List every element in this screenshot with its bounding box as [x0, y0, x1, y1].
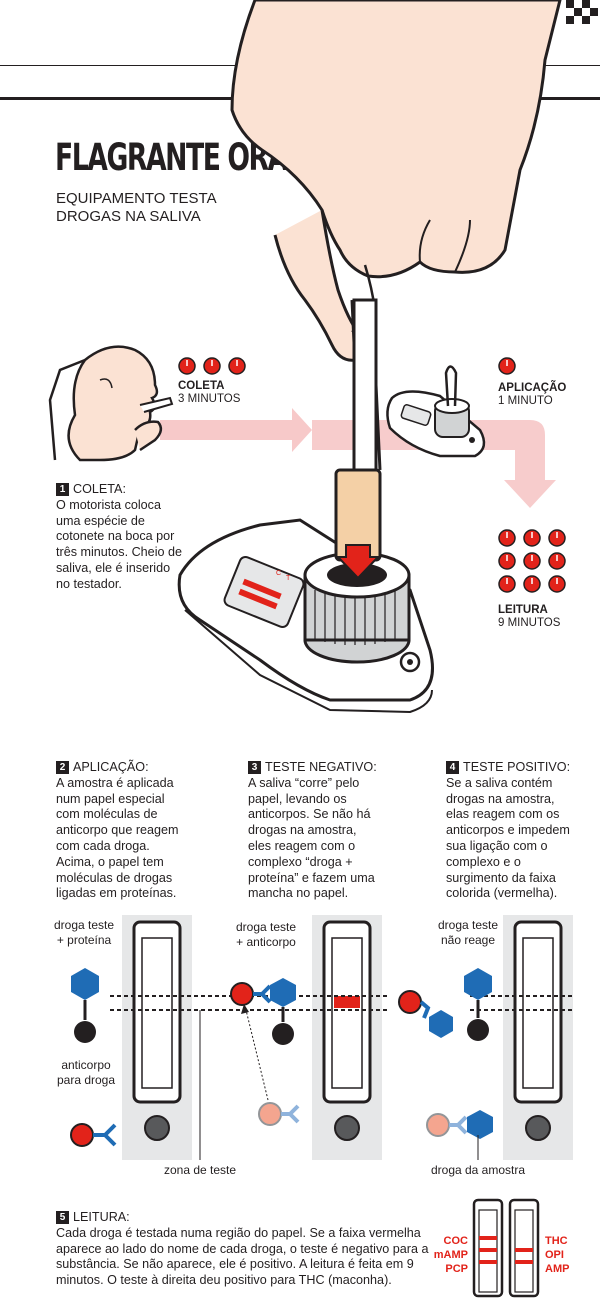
stopwatch-icon	[498, 357, 516, 375]
timer-coleta-dots	[178, 357, 246, 375]
timer-aplicacao-duration: 1 MINUTO	[498, 395, 553, 407]
reading-pcp: PCP	[445, 1263, 468, 1275]
label-anticorpo-2: para droga	[56, 1073, 116, 1087]
subtitle-line-2: DROGAS NA SALIVA	[56, 208, 201, 225]
stopwatch-icon	[523, 552, 541, 570]
label-anticorpo-1: anticorpo	[61, 1058, 111, 1072]
step-5: 5 LEITURA: Cada droga é testada numa regi…	[56, 1210, 430, 1289]
stopwatch-icon	[548, 529, 566, 547]
device-t-label: T	[286, 575, 291, 582]
step-4-number: 4	[446, 761, 459, 774]
reading-left-labels: COC mAMP PCP	[428, 1234, 468, 1276]
step-4-heading: TESTE POSITIVO:	[463, 760, 571, 774]
label-zona-de-teste: zona de teste	[163, 1163, 237, 1177]
test-strip-diagrams	[70, 915, 575, 1160]
label-droga-teste-anticorpo-1: droga teste	[235, 920, 297, 934]
checker-pattern	[566, 0, 598, 24]
step-2-number: 2	[56, 761, 69, 774]
timer-leitura-duration: 9 MINUTOS	[498, 617, 561, 629]
step-2-heading: APLICAÇÃO:	[73, 760, 149, 774]
label-nao-reage-1: droga teste	[437, 918, 499, 932]
reading-mamp: mAMP	[433, 1249, 468, 1261]
timer-leitura-dots	[498, 529, 566, 593]
label-droga-teste-anticorpo: droga teste + anticorpo	[226, 920, 306, 950]
stopwatch-icon	[498, 529, 516, 547]
hand-illustration	[177, 0, 562, 714]
step-5-number: 5	[56, 1211, 69, 1224]
subtitle-line-1: EQUIPAMENTO TESTA	[56, 190, 217, 207]
label-droga-teste-proteina-2: + proteína	[56, 933, 112, 947]
reading-amp: AMP	[545, 1263, 570, 1275]
stopwatch-icon	[523, 529, 541, 547]
step-2: 2 APLICAÇÃO: A amostra é aplicada num pap…	[56, 760, 191, 902]
stopwatch-icon	[548, 575, 566, 593]
step-1-heading: COLETA:	[73, 482, 126, 496]
label-droga-da-amostra: droga da amostra	[430, 1163, 526, 1177]
reading-strips	[472, 1198, 540, 1298]
stopwatch-icon	[498, 575, 516, 593]
label-droga-teste-nao-reage: droga teste não reage	[428, 918, 508, 948]
step-1-text: O motorista coloca uma espécie de cotone…	[56, 497, 182, 591]
label-anticorpo-para-droga: anticorpo para droga	[46, 1058, 126, 1088]
step-1-number: 1	[56, 483, 69, 496]
stopwatch-icon	[178, 357, 196, 375]
page-subtitle: EQUIPAMENTO TESTA DROGAS NA SALIVA	[56, 190, 217, 226]
timer-leitura: LEITURA 9 MINUTOS	[498, 604, 560, 630]
stopwatch-icon	[203, 357, 221, 375]
step-3-heading: TESTE NEGATIVO:	[265, 760, 377, 774]
timer-coleta: COLETA 3 MINUTOS	[178, 380, 240, 406]
step-4: 4 TESTE POSITIVO: Se a saliva contém drog…	[446, 760, 576, 902]
timer-aplicacao: APLICAÇÃO 1 MINUTO	[498, 382, 566, 408]
label-droga-teste-anticorpo-2: + anticorpo	[236, 935, 296, 949]
step-4-text: Se a saliva contém drogas na amostra, el…	[446, 775, 570, 901]
driver-illustration	[48, 345, 174, 462]
stopwatch-icon	[228, 357, 246, 375]
stopwatch-icon	[498, 552, 516, 570]
reading-thc: THC	[545, 1235, 568, 1247]
device-c-label: C	[276, 570, 282, 577]
step-3-text: A saliva “corre” pelo papel, levando os …	[248, 775, 375, 901]
step-2-text: A amostra é aplicada num papel especial …	[56, 775, 179, 901]
label-nao-reage-2: não reage	[440, 933, 496, 947]
timer-aplicacao-label: APLICAÇÃO	[498, 382, 567, 394]
reading-opi: OPI	[545, 1249, 564, 1261]
timer-leitura-label: LEITURA	[498, 604, 548, 616]
reading-right-labels: THC OPI AMP	[545, 1234, 585, 1276]
timer-coleta-label: COLETA	[178, 380, 225, 392]
step-1: 1 COLETA: O motorista coloca uma espécie …	[56, 482, 186, 593]
stopwatch-icon	[523, 575, 541, 593]
label-droga-teste-proteina-1: droga teste	[53, 918, 115, 932]
label-droga-teste-proteina: droga teste + proteína	[44, 918, 124, 948]
stopwatch-icon	[548, 552, 566, 570]
timer-coleta-duration: 3 MINUTOS	[178, 393, 241, 405]
reading-coc: COC	[443, 1235, 468, 1247]
step-3-number: 3	[248, 761, 261, 774]
step-5-heading: LEITURA:	[73, 1210, 130, 1224]
small-device-illustration	[386, 365, 486, 458]
step-5-text: Cada droga é testada numa região do pape…	[56, 1225, 429, 1288]
step-3: 3 TESTE NEGATIVO: A saliva “corre” pelo p…	[248, 760, 383, 902]
timer-aplicacao-dots	[498, 357, 516, 375]
